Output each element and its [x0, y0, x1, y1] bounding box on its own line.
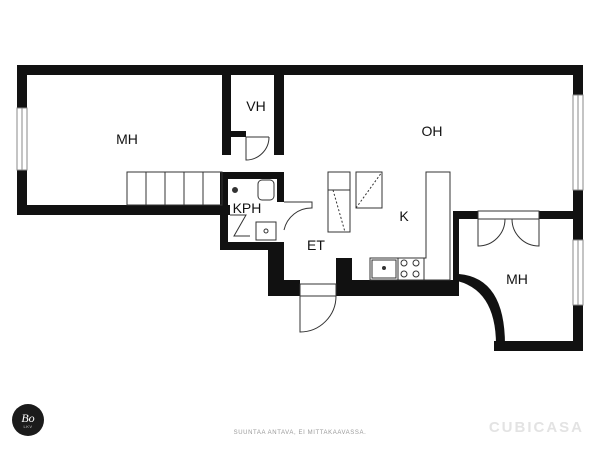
room-label-kph: KPH: [233, 200, 262, 216]
room-label-et: ET: [307, 237, 325, 253]
wall-kph-right-upper: [277, 172, 284, 202]
wall-vh-left: [222, 65, 231, 155]
wall-kph-left: [220, 172, 228, 250]
wall-bottom-mid: [336, 280, 459, 296]
wall-vh-bottom-left: [222, 131, 246, 137]
brand-watermark: CUBICASA: [488, 419, 584, 436]
stairs: [126, 171, 223, 206]
wall-k-mh: [453, 211, 459, 286]
logo-sub: LKV: [23, 424, 33, 429]
room-label-oh: OH: [422, 123, 443, 139]
kitchen-counter: [369, 171, 451, 281]
wall-top: [17, 65, 583, 75]
kitchen-sink: [371, 259, 397, 279]
doors: [245, 136, 540, 333]
wall-kph-top: [220, 172, 284, 179]
kitchen-fixtures: [327, 171, 451, 281]
stove: [397, 257, 425, 281]
room-label-vh: VH: [246, 98, 265, 114]
wall-mh-right-bottom: [494, 341, 583, 351]
wall-et-left: [268, 244, 284, 296]
disclaimer-note: SUUNTAA ANTAVA, EI MITTAKAAVASSA.: [233, 430, 367, 436]
room-labels: MH VH OH KPH K ET MH: [116, 98, 528, 287]
wall-vh-right: [274, 65, 284, 155]
toilet: [257, 179, 275, 201]
shower-drain: [230, 214, 250, 237]
room-label-k: K: [399, 208, 409, 224]
bathroom-sink: [255, 221, 277, 241]
windows: [16, 94, 584, 306]
agency-logo: Bo LKV: [12, 404, 44, 436]
logo-mark: Bo: [21, 411, 35, 425]
room-label-mh-right: MH: [506, 271, 528, 287]
room-label-mh-left: MH: [116, 131, 138, 147]
wall-mh-bottom: [17, 205, 230, 215]
wall-kph-bottom: [220, 242, 284, 250]
bathroom-fixtures: [230, 179, 277, 241]
wardrobe: [327, 171, 351, 233]
wall-et-right: [336, 258, 352, 296]
fridge: [355, 171, 383, 209]
wall-curved: [453, 274, 505, 345]
